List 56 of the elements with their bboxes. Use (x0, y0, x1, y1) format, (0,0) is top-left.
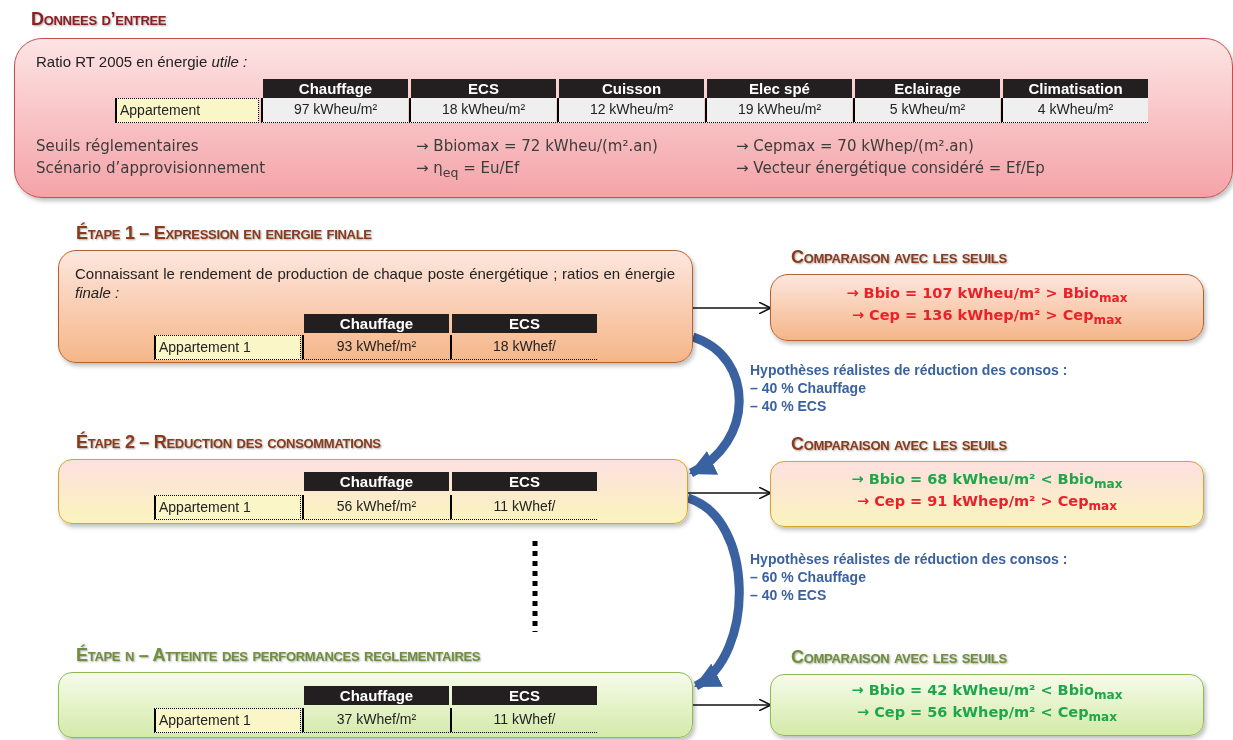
result-text: → Cep = 136 kWhep/m² > Cep$_{max}$ (850, 306, 1124, 327)
column-header: Chauffage (263, 79, 408, 98)
table-cell: 18 kWhef/ (450, 335, 597, 360)
column-header: Elec spé (707, 79, 852, 98)
result-text: → Bbio = 68 kWheu/m² < Bbio$_{max}$ (850, 471, 1124, 491)
edge-label: Hypothèses réalistes de réduction des consos : – 60 % Chauffage – 40 % ECS (750, 550, 1068, 604)
table-cell: 37 kWhef/m² (302, 708, 449, 733)
threshold-text: → Cepmax = 70 kWhep/(m².an) (736, 137, 974, 155)
arrow (687, 486, 772, 500)
arrow (692, 301, 772, 315)
result-text: → Cep = 56 kWhep/m² < Cep$_{max}$ (855, 704, 1119, 724)
section-heading: Étape n – Atteinte des performances reglementaires (76, 645, 481, 666)
arrow (692, 698, 772, 712)
section-heading: Comparaison avec les seuils (791, 247, 1007, 268)
table-cell: 18 kWheu/m² (409, 98, 556, 123)
result-text: → Cep = 91 kWhep/m² > Cep$_{max}$ (855, 493, 1119, 513)
table-cell: 5 kWheu/m² (853, 98, 1000, 123)
intro-text: Ratio RT 2005 en énergie utile : (36, 53, 248, 70)
table-cell: 19 kWheu/m² (705, 98, 852, 123)
threshold-text: Scénario d’approvisionnement (36, 159, 266, 177)
curved-arrow (688, 332, 744, 477)
column-header: Chauffage (304, 314, 449, 333)
table-cell: 12 kWheu/m² (557, 98, 704, 123)
edge-label: Hypothèses réalistes de réduction des consos : – 40 % Chauffage – 40 % ECS (750, 361, 1068, 415)
table-cell: 56 kWhef/m² (302, 495, 449, 520)
column-header: ECS (411, 79, 556, 98)
table-cell: 11 kWhef/ (450, 495, 597, 520)
row-label: Appartement (115, 98, 259, 123)
threshold-text: → η$_{eq}$ = Eu/Ef (416, 159, 520, 180)
row-label: Appartement 1 (154, 495, 301, 520)
result-text: → Bbio = 107 kWheu/m² > Bbio$_{max}$ (845, 284, 1129, 305)
row-label: Appartement 1 (154, 708, 301, 733)
section-heading: Donnees d’entree (31, 9, 167, 30)
table-cell: 4 kWheu/m² (1001, 98, 1148, 123)
section-heading: Étape 2 – Reduction des consommations (76, 432, 381, 453)
intro-text: Connaissant le rendement de production de chaque poste énergétique ; ratios en énergie finale : (75, 264, 675, 302)
table-cell: 97 kWheu/m² (261, 98, 408, 123)
column-header: Chauffage (304, 686, 449, 705)
row-label: Appartement 1 (154, 335, 301, 360)
column-header: ECS (452, 314, 597, 333)
table-cell: 11 kWhef/ (450, 708, 597, 733)
threshold-text: → Bbiomax = 72 kWheu/(m².an) (416, 137, 658, 155)
section-heading: Étape 1 – Expression en energie finale (76, 223, 372, 244)
threshold-text: Seuils réglementaires (36, 137, 199, 155)
table-cell: 93 kWhef/m² (302, 335, 449, 360)
column-header: Chauffage (304, 472, 449, 491)
result-text: → Bbio = 42 kWheu/m² < Bbio$_{max}$ (850, 682, 1124, 702)
column-header: ECS (452, 686, 597, 705)
column-header: Climatisation (1003, 79, 1148, 98)
column-header: Eclairage (855, 79, 1000, 98)
section-heading: Comparaison avec les seuils (791, 434, 1007, 455)
threshold-text: → Vecteur énergétique considéré = Ef/Ep (736, 159, 1045, 177)
curved-arrow (686, 493, 744, 690)
column-header: Cuisson (559, 79, 704, 98)
column-header: ECS (452, 472, 597, 491)
section-heading: Comparaison avec les seuils (791, 647, 1007, 668)
